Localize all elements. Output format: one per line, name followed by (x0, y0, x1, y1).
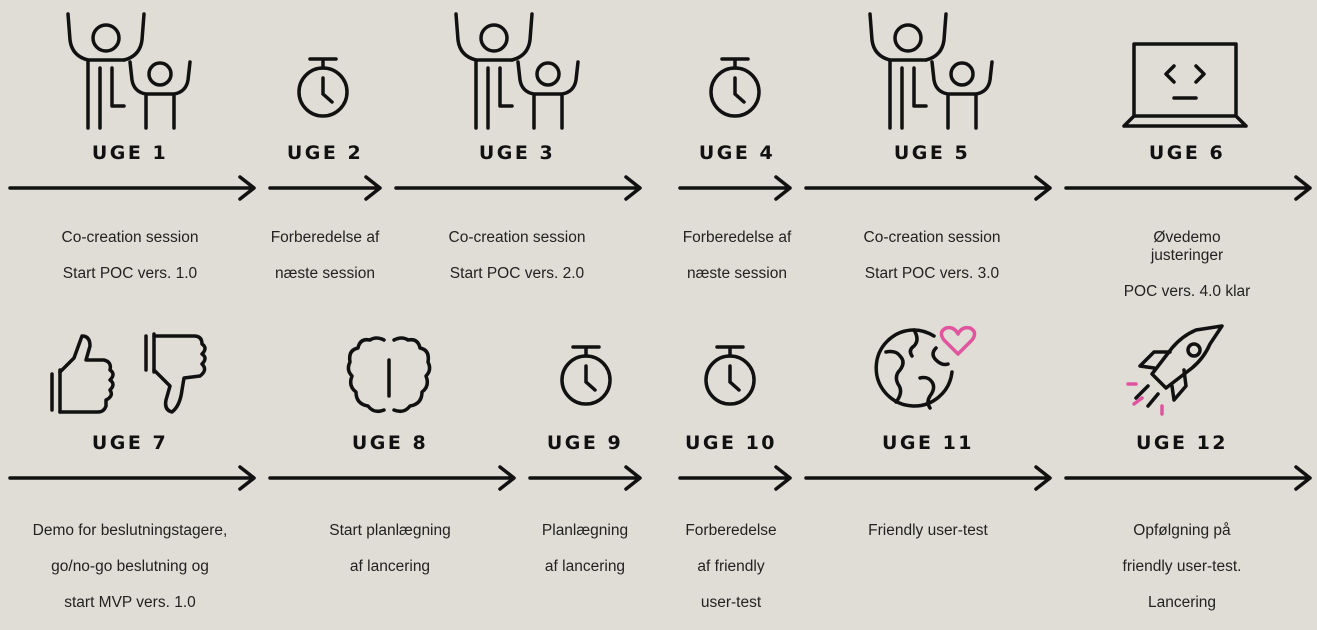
description-line: Øvedemo justeringer (1150, 229, 1224, 264)
description-line: go/no-go beslutning og (51, 558, 209, 575)
timeline-arrow (804, 175, 1054, 201)
week-label: UGE 3 (478, 142, 556, 164)
rocket-icon (1126, 322, 1234, 422)
description-line: næste session (687, 265, 787, 282)
description-line: Forberedelse af (682, 229, 792, 246)
week-label: UGE 9 (546, 432, 624, 454)
description-line: Start planlægning (329, 522, 451, 539)
timeline-arrow (268, 465, 518, 491)
timeline-diagram: UGE 1 UGE 2 UGE 3 UGE 4 UGE 5 UGE 6 Co-c… (8, 8, 1314, 611)
timeline-arrow (1064, 175, 1314, 201)
week-label: UGE 12 (1135, 432, 1229, 454)
description-line: Friendly user-test (868, 522, 988, 539)
week-description: Demo for beslutningstagere, go/no-go bes… (33, 504, 228, 630)
description-line: Co-creation session (863, 229, 1001, 246)
week-description: Friendly user-test (868, 504, 988, 558)
week-label: UGE 7 (91, 432, 169, 454)
stopwatch-icon (702, 56, 772, 120)
week-label: UGE 2 (286, 142, 364, 164)
description-line: start MVP vers. 1.0 (64, 594, 196, 611)
celebrating-people-icon (860, 8, 1000, 133)
week-description: Planlægning af lancering (542, 504, 628, 594)
stopwatch-icon (290, 56, 360, 120)
timeline-arrow (8, 175, 258, 201)
week-label: UGE 1 (91, 142, 169, 164)
description-line: af friendly (697, 558, 765, 575)
week-description: Forberedelse af friendly user-test (685, 504, 776, 630)
description-line: Co-creation session (61, 229, 199, 246)
timeline-arrow (1064, 465, 1314, 491)
week-label: UGE 6 (1148, 142, 1226, 164)
description-line: Lancering (1147, 594, 1217, 611)
week-description: Co-creation session Start POC vers. 3.0 (864, 211, 1001, 301)
week-description: Co-creation session Start POC vers. 1.0 (62, 211, 199, 301)
week-description: Forberedelse af næste session (683, 211, 792, 301)
brain-icon (346, 334, 432, 416)
description-line: Forberedelse af (270, 229, 380, 246)
laptop-code-icon (1122, 40, 1248, 132)
week-label: UGE 10 (684, 432, 778, 454)
week-label: UGE 4 (698, 142, 776, 164)
description-line: Start POC vers. 1.0 (62, 265, 198, 282)
timeline-arrow (394, 175, 644, 201)
description-line: Start POC vers. 3.0 (864, 265, 1000, 282)
celebrating-people-icon (446, 8, 586, 133)
week-label: UGE 5 (893, 142, 971, 164)
description-line: af lancering (349, 558, 431, 575)
timeline-arrow (528, 465, 644, 491)
description-line: Demo for beslutningstagere, (32, 522, 228, 539)
week-label: UGE 8 (351, 432, 429, 454)
description-line: Start POC vers. 2.0 (449, 265, 585, 282)
stopwatch-icon (697, 344, 767, 408)
description-line: friendly user-test. (1122, 558, 1242, 575)
week-description: Co-creation session Start POC vers. 2.0 (449, 211, 586, 301)
week-description: Forberedelse af næste session (271, 211, 380, 301)
description-line: af lancering (544, 558, 626, 575)
description-line: POC vers. 4.0 klar (1123, 283, 1251, 300)
celebrating-people-icon (58, 8, 198, 133)
week-description: Øvedemo justeringer POC vers. 4.0 klar (1122, 211, 1252, 319)
description-line: Co-creation session (448, 229, 586, 246)
timeline-arrow (678, 465, 794, 491)
week-description: Opfølgning på friendly user-test. Lancer… (1123, 504, 1242, 630)
description-line: næste session (275, 265, 375, 282)
globe-heart-icon (874, 325, 982, 418)
description-line: user-test (700, 594, 762, 611)
description-line: Forberedelse (685, 522, 777, 539)
timeline-arrow (678, 175, 794, 201)
thumbs-up-down-icon (48, 330, 218, 416)
description-line: Planlægning (541, 522, 629, 539)
stopwatch-icon (553, 344, 623, 408)
timeline-arrow (8, 465, 258, 491)
week-description: Start planlægning af lancering (329, 504, 451, 594)
timeline-arrow (268, 175, 384, 201)
timeline-arrow (804, 465, 1054, 491)
description-line: Opfølgning på (1133, 522, 1231, 539)
week-label: UGE 11 (881, 432, 975, 454)
